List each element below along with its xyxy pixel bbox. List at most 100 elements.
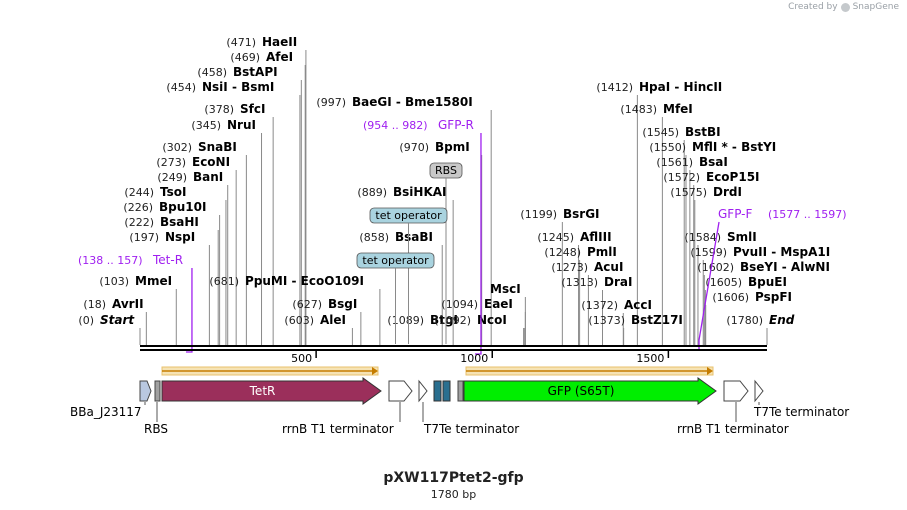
site-name-pmli: PmlI [587,245,617,259]
site-name-btgi: BtgI [430,313,458,327]
site-name-nsii-bsmi: NsiI - BsmI [202,80,274,94]
site-position-econi: (273) [156,156,186,169]
site-position-bstbi: (1545) [642,126,679,139]
feature-label-rrnb2: rrnB T1 terminator [677,422,789,436]
restriction-site-labels: (0)Start(18)AvrII(103)MmeI(197)NspI(222)… [78,35,830,327]
site-name-tsoi: TsoI [160,185,186,199]
site-position-acci: (1372) [581,299,618,312]
site-name-bseyi-alwni: BseYI - AlwNI [740,260,830,274]
feature-tet-operator-6 [442,380,451,402]
feature-tetr-2 [161,377,382,405]
site-name-afei: AfeI [266,50,293,64]
callout-text-tet-operator-1: tet operator [375,209,442,222]
site-position-bsahi: (222) [124,216,154,229]
primer-range-gfp-f: (1577 .. 1597) [768,208,847,221]
site-position-end: (1780) [726,314,763,327]
site-position-afliii: (1245) [537,231,574,244]
site-position-haeii: (471) [226,36,256,49]
feature-label-rrnb1: rrnB T1 terminator [282,422,394,436]
site-position-nrui: (345) [191,119,221,132]
created-by-text: Created by [788,2,838,12]
site-position-ncoi: (1092) [434,314,471,327]
site-position-sfci: (378) [204,103,234,116]
primer-name-gfp-f: GFP-F [718,207,753,221]
site-position-btgi: (1089) [387,314,424,327]
site-name-msci: MscI [490,282,521,296]
site-name-baegi-bme1580i: BaeGI - Bme1580I [352,95,473,109]
site-position-bsihkai: (889) [357,186,387,199]
site-position-pmli: (1248) [544,246,581,259]
feature-label-t7te2: T7Te terminator [753,405,849,419]
feature-gfp-s65t-8 [463,377,717,405]
site-name-haeii: HaeII [262,35,297,49]
site-name-bstz17i: BstZ17I [631,313,683,327]
callout-text-rbs-0: RBS [435,164,457,177]
feature-tetr-2-label: TetR [249,384,276,398]
ruler-ticks: 500 1000 1500 [291,350,670,365]
site-name-bpmi: BpmI [435,140,470,154]
site-position-bpuei: (1605) [705,276,742,289]
map-title-block: pXW117Ptet2-gfp 1780 bp [0,470,907,501]
site-name-mfli-bstyi: MflI * - BstYI [692,140,776,154]
site-position-afei: (469) [230,51,260,64]
site-position-ecop15i: (1572) [663,171,700,184]
site-name-ecop15i: EcoP15I [706,170,760,184]
site-position-mmei: (103) [99,275,129,288]
site-position-bseyi-alwni: (1602) [697,261,734,274]
callout-text-tet-operator-2: tet operator [362,254,429,267]
site-name-nspi: NspI [165,230,195,244]
site-position-smli: (1584) [684,231,721,244]
site-name-acci: AccI [624,298,652,312]
site-position-bsabi: (858) [359,231,389,244]
site-position-eaei: (1094) [441,298,478,311]
feature-tet-operator-5 [433,380,442,402]
site-name-drai: DraI [604,275,632,289]
orf-head-0 [372,367,378,375]
tick-label-500: 500 [291,352,312,365]
site-position-bani: (249) [157,171,187,184]
snapgene-logo-icon [840,2,850,12]
site-name-nrui: NruI [227,118,256,132]
site-position-hpai-hincii: (1412) [596,81,633,94]
site-position-alei: (603) [284,314,314,327]
feature-rbs-7 [457,380,464,402]
site-name-sfci: SfcI [240,102,265,116]
site-position-bstapi: (458) [197,66,227,79]
orf-head-1 [707,367,713,375]
tick-label-1500: 1500 [636,352,664,365]
site-name-alei: AleI [320,313,346,327]
site-name-avrii: AvrII [112,297,144,311]
tick-label-1000: 1000 [460,352,488,365]
site-name-ncoi: NcoI [477,313,507,327]
site-name-bstapi: BstAPI [233,65,278,79]
site-name-eaei: EaeI [484,297,513,311]
site-position-bpmi: (970) [399,141,429,154]
feature-gfp-s65t-8-label: GFP (S65T) [548,384,615,398]
site-position-nspi: (197) [129,231,159,244]
site-position-bstz17i: (1373) [588,314,625,327]
linear-plasmid-map: (0)Start(18)AvrII(103)MmeI(197)NspI(222)… [70,35,849,436]
site-position-avrii: (18) [83,298,106,311]
site-position-ppumi-ecoo109i: (681) [209,275,239,288]
site-position-drdi: (1575) [670,186,707,199]
site-name-afliii: AflIII [580,230,612,244]
site-name-bsrgi: BsrGI [563,207,600,221]
backbone [140,345,767,351]
snapgene-badge: Created by SnapGene [788,2,899,12]
site-name-bani: BanI [193,170,223,184]
site-position-bpu10i: (226) [123,201,153,214]
feature-label-bba: BBa_J23117 [70,405,142,419]
site-position-pvuii-mspa1i: (1599) [690,246,727,259]
site-name-snabi: SnaBI [198,140,237,154]
primer-marker-gfp-r [474,133,482,355]
site-position-nsii-bsmi: (454) [166,81,196,94]
site-name-bsai: BsaI [699,155,728,169]
site-name-pspfi: PspFI [755,290,792,304]
site-name-mfei: MfeI [663,102,693,116]
site-name-bsahi: BsaHI [160,215,199,229]
site-position-bsai: (1561) [656,156,693,169]
plasmid-name: pXW117Ptet2-gfp [383,470,524,486]
primer-layer: (138 .. 157)Tet-R(954 .. 982)GFP-R(1577 … [78,118,847,355]
site-name-econi: EcoNI [192,155,230,169]
site-name-bpuei: BpuEI [748,275,787,289]
